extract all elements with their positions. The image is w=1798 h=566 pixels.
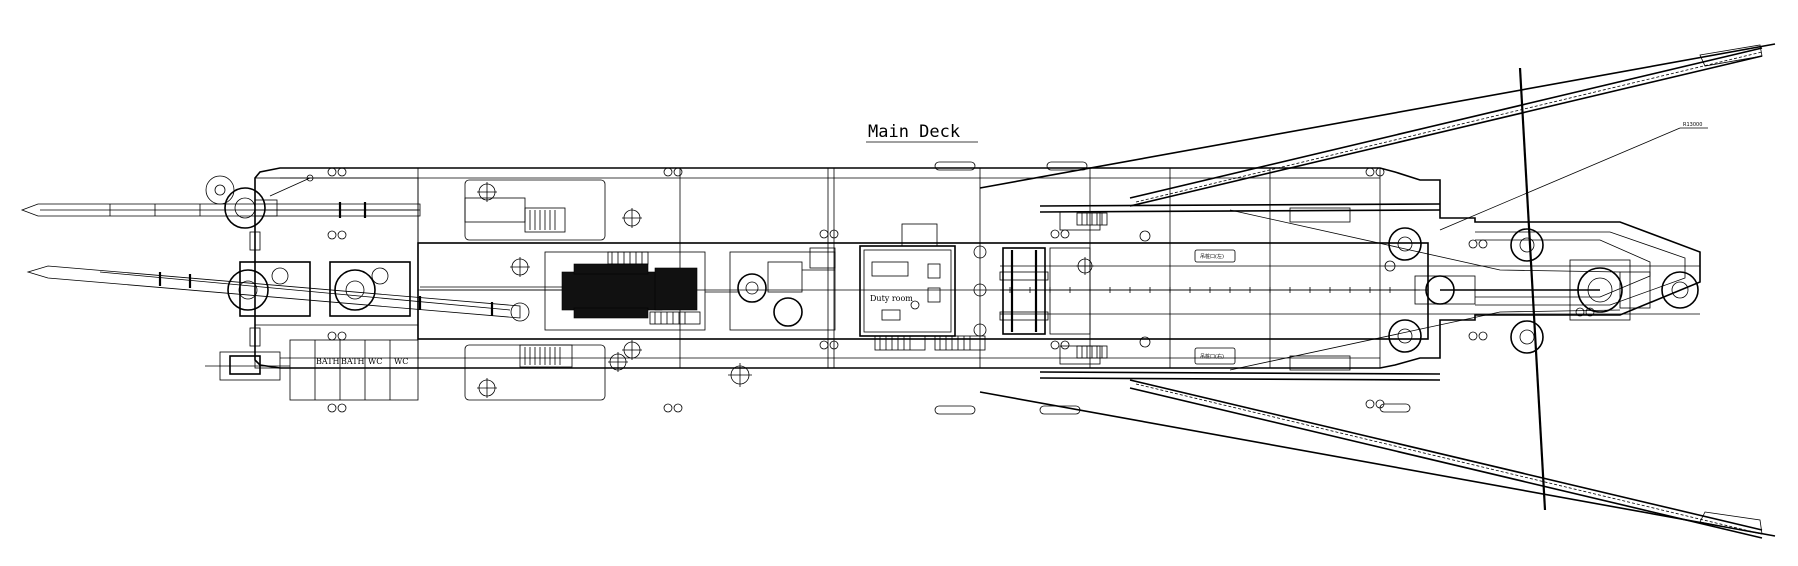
bollards xyxy=(327,167,1595,413)
anchor-boom-upper xyxy=(979,43,1776,207)
title-block: Main Deck xyxy=(866,122,978,143)
room-label-bath-1: BATH xyxy=(316,357,340,366)
spud-carrier-aft xyxy=(205,174,411,347)
dredge-pump xyxy=(705,247,836,331)
duty-room: Duty room xyxy=(859,223,986,351)
room-label-wc-2: WC xyxy=(394,357,408,366)
centerline xyxy=(1000,287,1420,293)
deck-houses xyxy=(464,179,606,401)
room-label-bath-2: BATH xyxy=(341,357,365,366)
room-label-duty-room: Duty room xyxy=(870,294,913,303)
aft-spud-upper xyxy=(20,197,566,233)
deck-markers xyxy=(477,182,1396,398)
room-label-wc-1: WC xyxy=(368,357,382,366)
aft-spud-lower xyxy=(26,265,530,322)
fairleads xyxy=(934,161,1411,415)
drawing-title: Main Deck xyxy=(868,122,960,142)
cutter-ladder: R13000 xyxy=(1000,67,1708,511)
radius-label: R13000 xyxy=(1683,122,1702,128)
hull-outline xyxy=(254,167,1701,369)
anchor-boom-lower xyxy=(979,379,1776,539)
svg-text:吊桩口(左): 吊桩口(左) xyxy=(1200,253,1224,260)
main-engine xyxy=(420,251,706,331)
swing-winches xyxy=(973,245,1091,337)
svg-text:吊桩口(右): 吊桩口(右) xyxy=(1200,353,1224,360)
ladder-rails: 吊桩口(左) 吊桩口(右) xyxy=(1039,203,1441,381)
side-stairs xyxy=(1076,212,1108,359)
accommodation-aft: BATH BATH WC WC xyxy=(205,339,419,401)
gantry-sheaves xyxy=(1388,227,1699,354)
